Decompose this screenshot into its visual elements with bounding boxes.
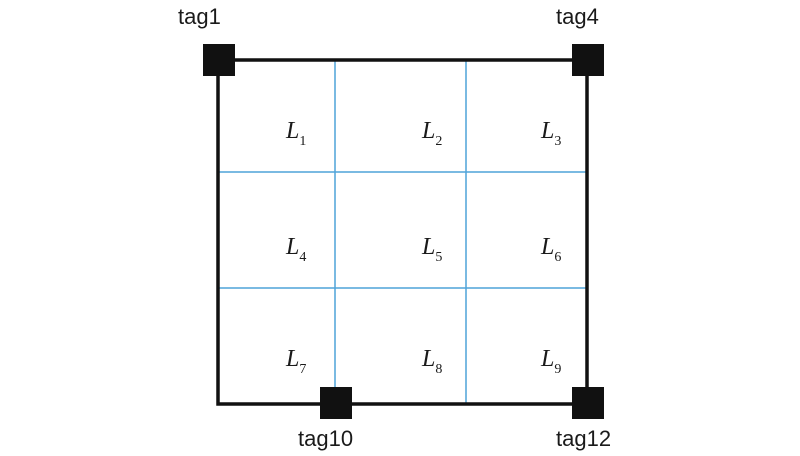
- cell-label-6: L6: [540, 234, 561, 265]
- cell-label-8: L8: [421, 346, 442, 377]
- cell-label-3: L3: [540, 118, 561, 149]
- cell-label-9: L9: [540, 346, 561, 377]
- tag12-label: tag12: [556, 426, 611, 451]
- cell-label-7: L7: [285, 346, 306, 377]
- cell-label-4: L4: [285, 234, 306, 265]
- tag1-label: tag1: [178, 4, 221, 29]
- tag4-marker: [572, 44, 604, 76]
- tag10-marker: [320, 387, 352, 419]
- tag12-marker: [572, 387, 604, 419]
- tag4-label: tag4: [556, 4, 599, 29]
- tag1-marker: [203, 44, 235, 76]
- cell-label-1: L1: [285, 118, 306, 149]
- cell-label-5: L5: [421, 234, 442, 265]
- tag10-label: tag10: [298, 426, 353, 451]
- cell-label-2: L2: [421, 118, 442, 149]
- outer-frame: [216, 58, 589, 406]
